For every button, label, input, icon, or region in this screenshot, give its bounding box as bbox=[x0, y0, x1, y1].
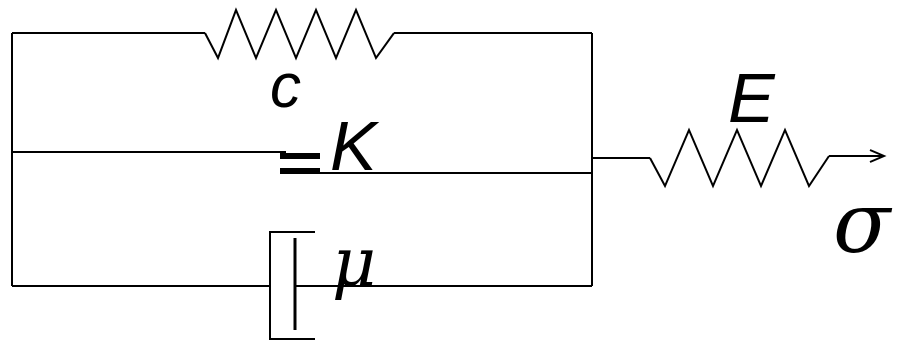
slider-k-branch bbox=[12, 151, 592, 174]
dashpot-mu-branch bbox=[12, 231, 592, 340]
label-e: E bbox=[728, 59, 776, 137]
label-k: K bbox=[330, 107, 380, 185]
label-sigma: σ bbox=[833, 174, 893, 272]
spring-e-branch bbox=[592, 127, 887, 189]
spring-c-zigzag bbox=[204, 7, 395, 61]
spring-c-branch bbox=[12, 7, 592, 61]
spring-e-zigzag bbox=[649, 127, 830, 189]
dashpot-mu-cylinder bbox=[269, 231, 315, 340]
label-c: c bbox=[270, 52, 301, 121]
slider-k-upper-plate bbox=[280, 153, 320, 159]
slider-k-lower-plate bbox=[280, 168, 320, 174]
load-arrow-head bbox=[869, 149, 887, 163]
frame bbox=[11, 33, 593, 286]
label-mu: μ bbox=[332, 224, 376, 303]
